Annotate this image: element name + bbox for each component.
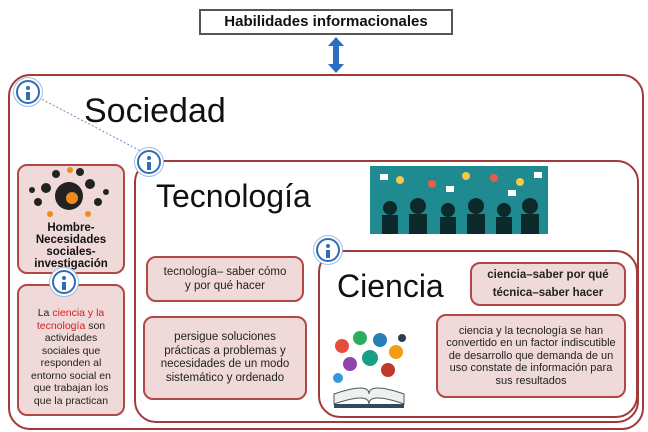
tecnologia-box1-text: tecnología– saber cómo y por qué hacer bbox=[163, 266, 287, 292]
info-icon[interactable] bbox=[137, 150, 161, 174]
people-network-illustration bbox=[370, 166, 548, 234]
ciencia-box1: ciencia–saber por qué técnica–saber hace… bbox=[470, 262, 626, 306]
hombre-label: Hombre-Necesidades sociales-investigació… bbox=[34, 222, 108, 270]
info-icon[interactable] bbox=[316, 238, 340, 262]
tecnologia-label: Tecnología bbox=[156, 178, 311, 214]
info-icon[interactable] bbox=[16, 80, 40, 104]
sociedad-label: Sociedad bbox=[84, 92, 226, 130]
hombre-text-red: ciencia y la tecnología bbox=[36, 307, 105, 332]
book-science-illustration bbox=[333, 331, 406, 408]
ciencia-label: Ciencia bbox=[337, 268, 444, 304]
tecnologia-box1: tecnología– saber cómo y por qué hacer bbox=[146, 256, 304, 302]
ciencia-box2: ciencia y la tecnología se han convertid… bbox=[436, 314, 626, 398]
diagram-title: Habilidades informacionales bbox=[199, 9, 453, 35]
ciencia-box1-line1: ciencia–saber por qué bbox=[487, 269, 609, 281]
head-network-illustration bbox=[29, 167, 109, 217]
info-icon[interactable] bbox=[52, 270, 76, 294]
ciencia-box2-text: ciencia y la tecnología se han convertid… bbox=[446, 324, 616, 387]
ciencia-box1-line2: técnica–saber hacer bbox=[492, 287, 604, 299]
tecnologia-box2: persigue soluciones prácticas a problema… bbox=[143, 316, 307, 400]
hombre-text-post: son actividades sociales que responden a… bbox=[31, 319, 111, 407]
hombre-box bbox=[17, 164, 125, 274]
tecnologia-box2-text: persigue soluciones prácticas a problema… bbox=[160, 331, 290, 384]
hombre-text-pre: La bbox=[37, 307, 53, 319]
hombre-text-box: La ciencia y la tecnología son actividad… bbox=[17, 284, 125, 416]
double-arrow-icon bbox=[328, 37, 344, 73]
